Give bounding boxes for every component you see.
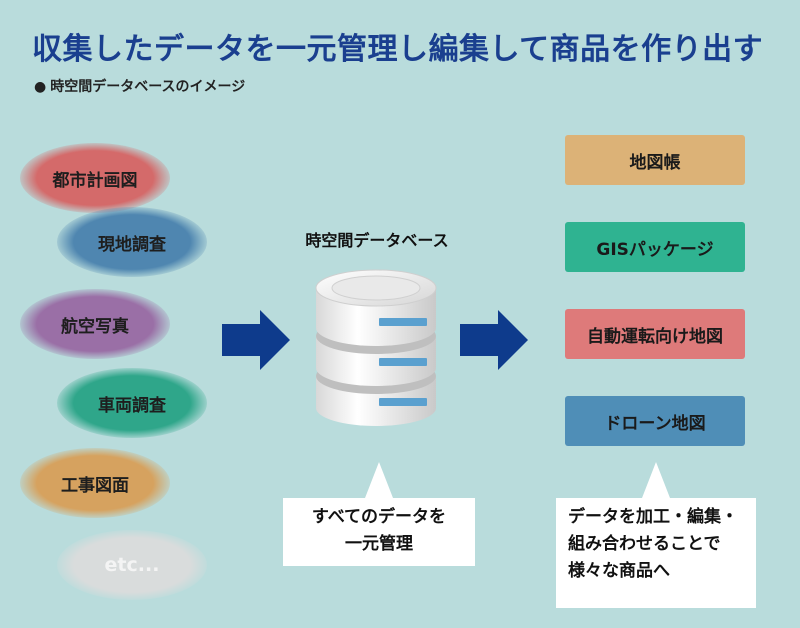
output-autonomous-map: 自動運転向け地図 [565, 309, 745, 359]
output-atlas: 地図帳 [565, 135, 745, 185]
output-label: GISパッケージ [596, 239, 714, 260]
source-label: 都市計画図 [52, 170, 138, 191]
output-label: 自動運転向け地図 [587, 326, 723, 347]
products-callout-text: データを加工・編集・ 組み合わせることで 様々な商品へ [568, 507, 738, 581]
products-callout [556, 462, 756, 608]
source-aerial-photo: 航空写真 [20, 289, 170, 359]
subtitle-text: 時空間データベースのイメージ [50, 79, 246, 95]
output-label: ドローン地図 [604, 413, 706, 434]
source-label: 航空写真 [61, 316, 129, 337]
source-label: 車両調査 [98, 395, 166, 416]
output-gis-package: GISパッケージ [565, 222, 745, 272]
source-city-plan: 都市計画図 [20, 143, 170, 213]
source-label: 現地調査 [98, 234, 166, 255]
right-arrow-icon [222, 310, 290, 370]
database-callout [283, 462, 475, 566]
source-vehicle-survey: 車両調査 [57, 368, 207, 438]
source-label: etc... [104, 554, 160, 576]
database-label: 時空間データベース [305, 231, 449, 250]
source-etc: etc... [57, 530, 207, 600]
database-icon [315, 269, 437, 426]
source-field-survey: 現地調査 [57, 207, 207, 277]
source-construction-drawing: 工事図面 [20, 448, 170, 518]
output-drone-map: ドローン地図 [565, 396, 745, 446]
source-label: 工事図面 [61, 475, 129, 496]
database-callout-text: すべてのデータを 一元管理 [311, 507, 447, 554]
subtitle: ●時空間データベースのイメージ [34, 76, 245, 96]
bullet-icon: ● [34, 79, 47, 95]
output-label: 地図帳 [629, 152, 681, 173]
right-arrow-icon [460, 310, 528, 370]
page-title: 収集したデータを一元管理し編集して商品を作り出す [32, 32, 764, 67]
